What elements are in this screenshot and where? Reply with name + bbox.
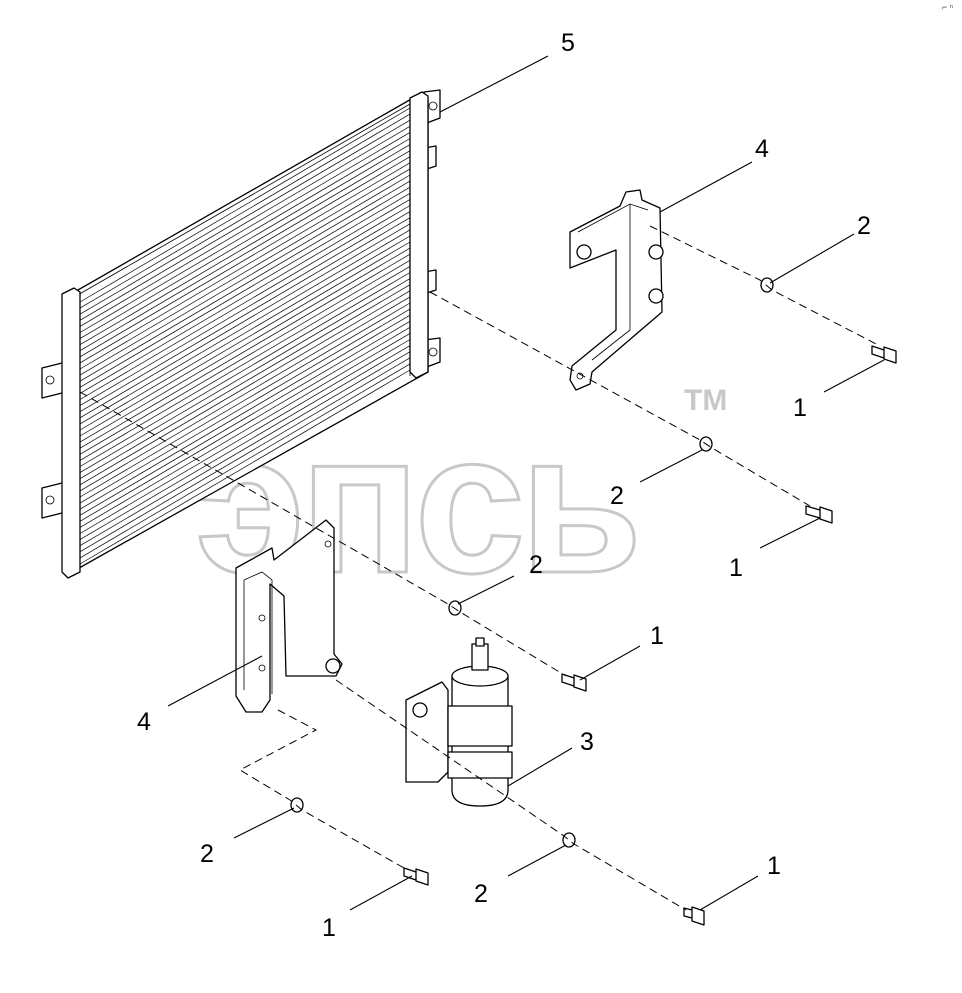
condenser-fin — [79, 235, 411, 431]
callout-1-low: 1 — [650, 622, 664, 650]
callout-1-mid: 1 — [729, 554, 743, 582]
bolt-top — [871, 345, 897, 364]
condenser — [41, 89, 441, 579]
condenser-fin — [79, 253, 411, 449]
condenser-fin — [79, 308, 411, 504]
callout-4-top: 4 — [755, 135, 769, 163]
condenser-fin — [79, 259, 411, 455]
condenser-fin — [79, 132, 411, 327]
assembly-lines — [79, 225, 881, 911]
callout-1-bottom-right: 1 — [767, 852, 781, 880]
bracket-top-nut-3 — [648, 288, 664, 304]
bolt-mid — [805, 505, 833, 524]
condenser-fin — [79, 223, 411, 419]
condenser-fin — [79, 266, 411, 461]
bracket-top-plate — [569, 189, 663, 391]
callout-2-low: 2 — [529, 551, 543, 579]
washer-bc — [562, 832, 576, 848]
callout-1-top: 1 — [793, 394, 807, 422]
condenser-fin — [79, 369, 411, 565]
bolt-bl — [403, 867, 429, 886]
condenser-fin — [79, 119, 411, 315]
washer-low — [448, 600, 462, 616]
condenser-fin — [79, 363, 411, 559]
callout-2-bottom-center: 2 — [474, 880, 488, 908]
condenser-fin — [79, 302, 411, 498]
condenser-fin — [79, 290, 411, 486]
condenser-fin — [79, 357, 411, 553]
condenser-fins — [79, 107, 411, 565]
drier-switch-cap — [475, 637, 485, 647]
condenser-fin — [79, 314, 411, 510]
condenser-fin — [79, 199, 411, 394]
corner-mark: ⌐ ⁿ — [942, 2, 953, 12]
condenser-fin — [79, 345, 411, 540]
condenser-fin — [79, 138, 411, 333]
condenser-fin — [79, 174, 411, 370]
condenser-fin — [79, 186, 411, 382]
condenser-fin — [79, 156, 411, 352]
condenser-fin — [79, 217, 411, 413]
callout-2-mid: 2 — [610, 482, 624, 510]
condenser-right-tank — [409, 91, 429, 379]
bracket-top-nut-1 — [576, 244, 592, 260]
condenser-fin — [79, 272, 411, 467]
condenser-fin — [79, 339, 411, 534]
condenser-left-tank — [61, 287, 81, 579]
callout-4-left: 4 — [137, 708, 151, 736]
bracket-top — [569, 189, 664, 391]
condenser-fin — [79, 333, 411, 528]
callout-2-top: 2 — [857, 212, 871, 240]
condenser-fin — [79, 205, 411, 400]
condenser-fin — [79, 150, 411, 346]
condenser-fin — [79, 278, 411, 473]
condenser-fin — [79, 125, 411, 321]
condenser-fin — [79, 247, 411, 443]
condenser-fin — [79, 326, 411, 522]
condenser-fin — [79, 229, 411, 425]
condenser-fin — [79, 180, 411, 376]
condenser-fin — [79, 113, 411, 309]
condenser-fin — [79, 211, 411, 406]
condenser-fin — [79, 168, 411, 364]
callout-5: 5 — [561, 29, 575, 57]
bracket-top-nut-2 — [648, 244, 664, 260]
leader-lines — [167, 55, 885, 911]
bracket-left-plate — [235, 519, 343, 713]
callout-2-bottom-left: 2 — [200, 840, 214, 868]
bolt-low — [561, 673, 587, 692]
callouts: 5 4 2 1 2 1 2 1 4 3 2 1 2 1 — [137, 29, 871, 942]
drier-switch — [471, 643, 489, 671]
condenser-fin — [79, 351, 411, 547]
condenser-fin — [79, 296, 411, 492]
receiver-drier — [405, 637, 513, 807]
drier-strap-lower — [447, 751, 513, 779]
condenser-fin — [79, 144, 411, 339]
drier-mount-nut — [412, 702, 428, 718]
callout-3: 3 — [580, 728, 594, 756]
condenser-fin — [79, 162, 411, 358]
bracket-left-nut — [325, 658, 341, 674]
condenser-fin — [79, 192, 411, 388]
condenser-fin — [79, 320, 411, 516]
watermark-tm: TM — [684, 384, 727, 417]
condenser-fin — [79, 107, 411, 303]
bracket-left — [235, 519, 343, 713]
condenser-fin — [79, 241, 411, 437]
drier-strap-upper — [447, 705, 513, 747]
callout-1-bottom-left: 1 — [322, 914, 336, 942]
condenser-fin — [79, 284, 411, 480]
